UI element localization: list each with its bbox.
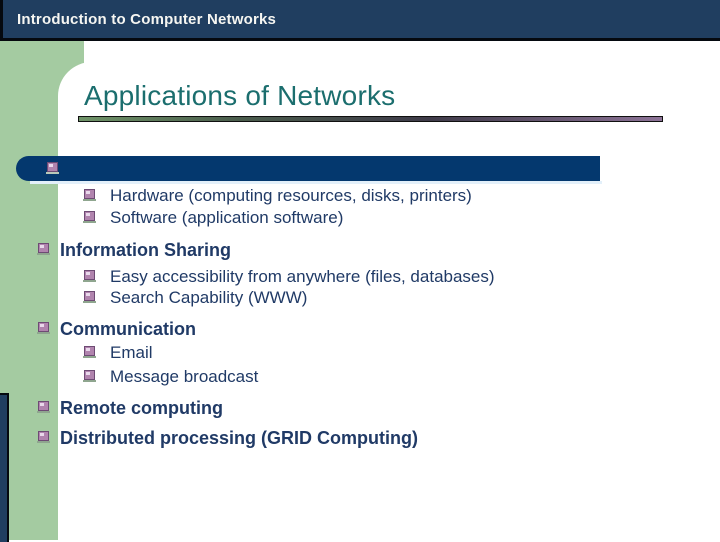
left-accent-strip <box>0 393 9 542</box>
monitor-icon <box>37 243 50 255</box>
bullet-text: Email <box>110 343 153 362</box>
title-underline <box>78 116 663 122</box>
highlight-bar-shadow <box>30 181 602 184</box>
bullet-item: Software (application software) <box>83 207 344 229</box>
bullet-item: Message broadcast <box>83 366 259 388</box>
presentation-header-bar: Introduction to Computer Networks <box>0 0 720 41</box>
bullet-text: Easy accessibility from anywhere (files,… <box>110 267 495 286</box>
bullet-text: Search Capability (WWW) <box>110 288 308 307</box>
monitor-icon <box>37 322 50 334</box>
bullet-text: Software (application software) <box>110 208 344 227</box>
bullet-item: Email <box>83 342 153 364</box>
monitor-icon <box>83 211 96 223</box>
bullet-item: Search Capability (WWW) <box>83 287 308 309</box>
bullet-text: Remote computing <box>60 397 224 418</box>
bullet-text: Communication <box>60 318 197 339</box>
bullet-item: Remote computing <box>37 397 224 419</box>
bullet-text: Information Sharing <box>60 239 231 260</box>
bullet-text: Message broadcast <box>110 367 259 386</box>
bullet-item: Distributed processing (GRID Computing) <box>37 427 418 449</box>
presentation-title: Introduction to Computer Networks <box>17 10 277 28</box>
slide-content-panel <box>58 62 720 540</box>
bullet-item: Hardware (computing resources, disks, pr… <box>83 185 472 207</box>
monitor-icon <box>83 346 96 358</box>
bullet-text: Hardware (computing resources, disks, pr… <box>110 186 472 205</box>
monitor-icon <box>46 161 59 174</box>
monitor-icon <box>37 401 50 413</box>
monitor-icon <box>83 370 96 382</box>
bullet-item: Easy accessibility from anywhere (files,… <box>83 266 495 288</box>
bullet-item: Information Sharing <box>37 239 231 261</box>
slide-title: Applications of Networks <box>84 80 396 111</box>
bullet-text: Distributed processing (GRID Computing) <box>60 427 418 448</box>
monitor-icon <box>83 291 96 303</box>
monitor-icon <box>83 270 96 282</box>
highlighted-bullet-bar[interactable] <box>16 156 600 181</box>
monitor-icon <box>37 431 50 443</box>
monitor-icon <box>83 189 96 201</box>
bullet-item: Communication <box>37 318 197 340</box>
